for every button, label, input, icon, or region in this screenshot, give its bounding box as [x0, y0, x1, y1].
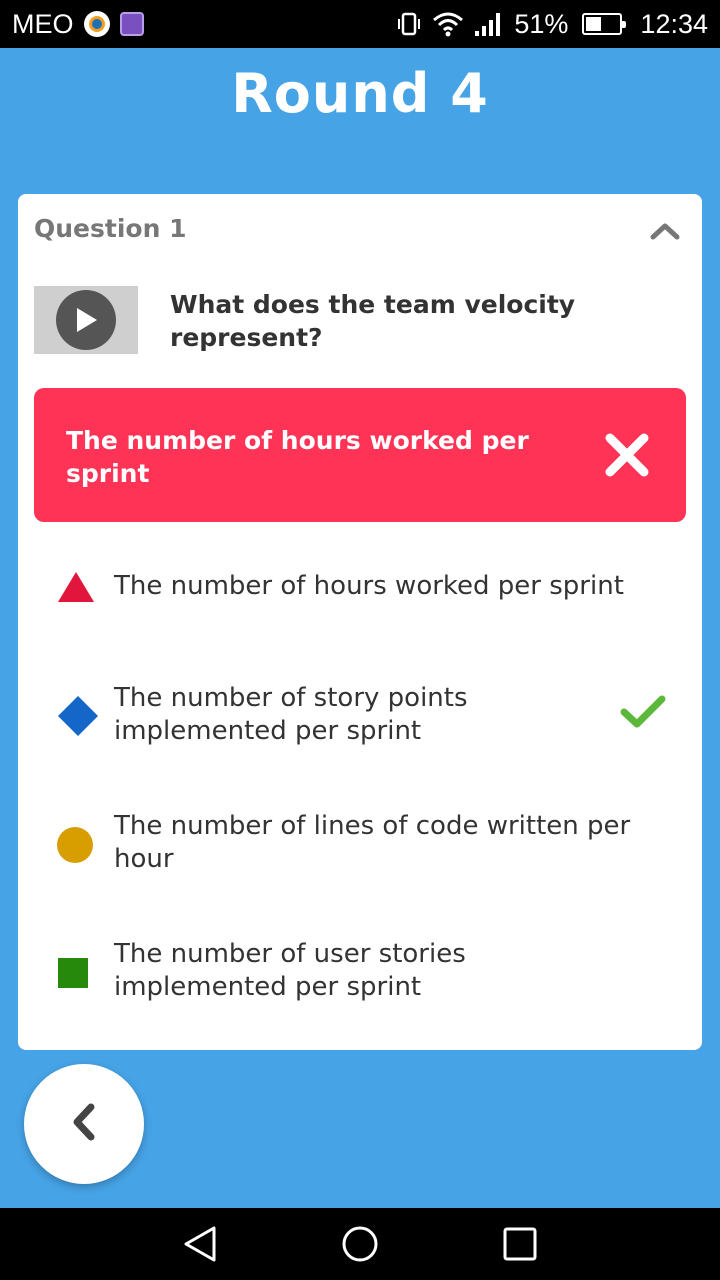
option-label: The number of story points implemented p…: [114, 683, 468, 746]
circle-icon: [56, 826, 94, 868]
triangle-icon: [56, 570, 96, 608]
navigation-bar: [0, 1208, 720, 1280]
checkmark-icon: [620, 694, 666, 730]
round-title: Round 4: [231, 62, 489, 125]
selected-answer-text: The number of hours worked per sprint: [66, 426, 529, 488]
option-label: The number of hours worked per sprint: [114, 571, 624, 601]
nav-back-icon[interactable]: [180, 1224, 220, 1264]
diamond-icon: [56, 694, 100, 742]
status-bar-left: MEO: [12, 9, 144, 40]
video-thumbnail[interactable]: [34, 286, 138, 354]
wrong-x-icon: [604, 432, 650, 478]
clock: 12:34: [640, 8, 708, 39]
vibrate-icon: [396, 11, 422, 37]
question-text: What does the team velocity represent?: [170, 290, 576, 352]
status-bar: MEO 51% 12:34: [0, 0, 720, 48]
play-icon[interactable]: [56, 290, 116, 350]
wifi-icon: [432, 11, 464, 37]
selected-answer-banner: The number of hours worked per sprint: [34, 388, 686, 522]
back-button[interactable]: [24, 1064, 144, 1184]
carrier-name: MEO: [12, 8, 74, 39]
app-notification-icon: [83, 11, 110, 37]
question-header: Question 1: [34, 214, 187, 243]
nav-recents-icon[interactable]: [500, 1224, 540, 1264]
chevron-up-icon[interactable]: [650, 220, 680, 240]
gallery-notification-icon: [119, 12, 144, 36]
status-bar-right: 51% 12:34: [396, 9, 708, 40]
option-label: The number of lines of code written per …: [114, 811, 631, 874]
nav-home-icon[interactable]: [340, 1224, 380, 1264]
square-icon: [56, 956, 90, 994]
chevron-left-icon[interactable]: [69, 1102, 99, 1146]
battery-icon: [582, 13, 627, 35]
signal-icon: [474, 11, 504, 37]
battery-percent: 51%: [514, 8, 569, 39]
question-card: Question 1 What does the team velocity r…: [18, 194, 702, 1050]
option-label: The number of user stories implemented p…: [114, 939, 466, 1002]
